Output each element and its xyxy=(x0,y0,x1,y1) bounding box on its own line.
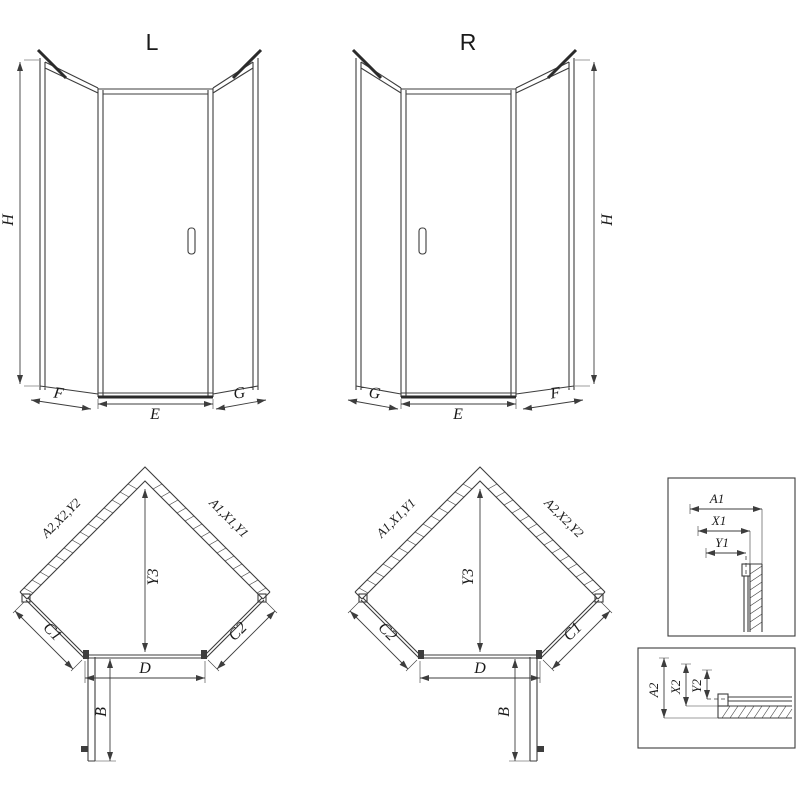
dim-line-c2 xyxy=(349,610,409,670)
dim-label-c1: C1 xyxy=(560,619,585,644)
door-handle-icon xyxy=(187,227,196,255)
wall-hatch xyxy=(721,705,793,719)
detail-box-top: A1 X1 Y1 xyxy=(667,477,796,637)
dim-ext-e-left xyxy=(97,399,214,409)
dim-ext-d xyxy=(84,661,206,683)
door-handle-icon xyxy=(418,227,427,255)
dim-label-a1: A1 xyxy=(709,491,724,506)
dim-line-c2 xyxy=(216,610,276,670)
detail-top-glass xyxy=(743,575,749,632)
dim-ext-c2 xyxy=(347,601,418,672)
wall-profile-icon xyxy=(358,593,368,603)
dim-label-y1: Y1 xyxy=(715,535,729,550)
wall-profile-icon xyxy=(594,593,604,603)
view-label-left: L xyxy=(146,29,159,55)
door-handle-icon xyxy=(81,746,88,752)
dim-label-b: B xyxy=(93,707,110,717)
dim-ext-e-right xyxy=(400,399,517,409)
front-left-wall-profiles xyxy=(36,48,263,80)
detail-top-wall xyxy=(749,563,763,632)
dim-label-d: D xyxy=(138,660,151,677)
plan-view-right: A1,X1,Y1 A2,X2,Y2 Y3 C2 C1 D B xyxy=(347,466,613,762)
wall-dim-label-left: A1,X1,Y1 xyxy=(372,495,418,541)
wall-dim-label-right: A1,X1,Y1 xyxy=(206,494,252,540)
plan-right-open-door xyxy=(529,657,538,762)
dim-label-b: B xyxy=(496,707,513,717)
detail-bottom-glass xyxy=(727,696,792,702)
front-view-right: R H G E F xyxy=(347,29,616,423)
dim-ext-c1 xyxy=(12,601,83,672)
dim-label-e: E xyxy=(149,406,160,423)
wall-profile-icon xyxy=(21,593,31,603)
dim-label-g: G xyxy=(232,384,246,403)
dim-label-c1: C1 xyxy=(40,619,65,644)
wall-profile-icon xyxy=(717,693,729,707)
latch-icon xyxy=(201,650,207,659)
dim-label-c2: C2 xyxy=(375,619,400,644)
dim-label-d: D xyxy=(473,660,486,677)
dim-label-y3: Y3 xyxy=(145,569,162,586)
detail-frame xyxy=(667,477,796,637)
dim-label-h: H xyxy=(0,213,17,227)
detail-top-extensions xyxy=(689,504,763,564)
dim-ext-d xyxy=(419,661,541,683)
dim-label-h: H xyxy=(599,213,616,227)
dim-label-c2: C2 xyxy=(225,619,250,644)
dim-label-g: G xyxy=(368,384,382,403)
front-left-frame xyxy=(39,58,259,397)
dim-label-y2: Y2 xyxy=(689,679,704,693)
plan-left-walls xyxy=(19,466,271,600)
dim-label-e: E xyxy=(452,406,463,423)
dim-line-c1 xyxy=(551,610,611,670)
wall-dim-label-right: A2,X2,Y2 xyxy=(541,494,587,540)
hinge-icon xyxy=(83,650,89,659)
detail-frame xyxy=(637,647,796,749)
front-view-left: L H F E G xyxy=(0,29,267,423)
dim-label-a2: A2 xyxy=(646,682,661,698)
dim-ext-c1 xyxy=(542,601,613,672)
hinge-icon xyxy=(536,650,542,659)
dim-label-y3: Y3 xyxy=(460,569,477,586)
wall-dim-label-left: A2,X2,Y2 xyxy=(37,495,83,541)
dim-label-x2: X2 xyxy=(668,679,683,695)
detail-box-bottom: A2 X2 Y2 xyxy=(637,647,796,749)
wall-hatch xyxy=(749,565,763,631)
dim-ext-c2 xyxy=(207,601,278,672)
dim-ext-h-right xyxy=(575,59,590,387)
dim-label-x1: X1 xyxy=(711,513,726,528)
plan-left-open-door xyxy=(87,657,96,762)
wall-hatch xyxy=(358,483,602,594)
front-right-frame xyxy=(355,58,575,397)
view-label-right: R xyxy=(460,29,477,55)
front-right-wall-profiles xyxy=(351,48,578,80)
dim-line-f-left xyxy=(30,398,92,411)
plan-right-walls xyxy=(354,466,606,600)
door-handle-icon xyxy=(537,746,544,752)
wall-profile-icon xyxy=(257,593,267,603)
dim-line-g-left xyxy=(215,398,267,411)
dim-ext-h-left xyxy=(24,59,39,387)
dim-label-f: F xyxy=(548,384,561,402)
dim-label-f: F xyxy=(52,384,65,402)
dim-line-g-right xyxy=(347,398,399,411)
detail-bottom-extensions xyxy=(659,657,718,719)
dim-line-f-right xyxy=(522,398,584,411)
wall-hatch xyxy=(23,483,267,594)
plan-view-left: A2,X2,Y2 A1,X1,Y1 Y3 C1 C2 D B xyxy=(12,466,278,762)
latch-icon xyxy=(418,650,424,659)
dim-line-c1 xyxy=(14,610,74,670)
